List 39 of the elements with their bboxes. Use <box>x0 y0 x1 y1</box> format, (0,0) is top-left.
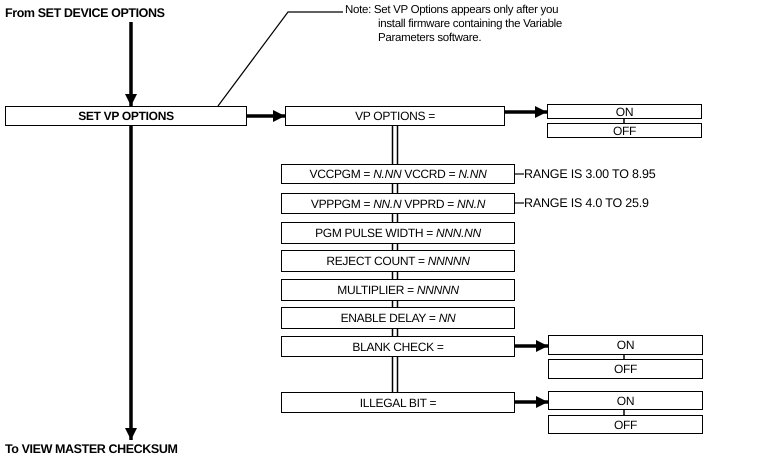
arrow <box>515 340 548 352</box>
arrow <box>515 396 548 408</box>
menu-box: BLANK CHECK = <box>281 336 515 357</box>
arrow <box>505 106 547 118</box>
note-text: Note: Set VP Options appears only after you install firmware containing the Variable Parameters software. <box>345 3 567 51</box>
option-box: OFF <box>547 123 702 138</box>
connector-line <box>623 119 625 123</box>
option-box: OFF <box>548 415 703 434</box>
menu-box: ENABLE DELAY = NN <box>281 307 515 329</box>
connector-line <box>392 213 398 223</box>
menu-box: VPPPGM = NN.N VPPRD = NN.N <box>281 193 515 214</box>
arrow <box>125 126 137 440</box>
connector-line <box>392 125 398 165</box>
connector-line <box>623 410 625 415</box>
option-box: ON <box>547 104 702 119</box>
range-text: RANGE IS 3.00 TO 8.95 <box>524 164 756 184</box>
connector-line <box>392 328 398 337</box>
option-box: ON <box>548 391 703 410</box>
connector-line <box>392 183 398 194</box>
range-text: RANGE IS 4.0 TO 25.9 <box>524 193 756 214</box>
menu-box: ILLEGAL BIT = <box>281 392 515 413</box>
connector-line <box>392 243 398 251</box>
menu-box: PGM PULSE WIDTH = NNN.NN <box>281 222 515 244</box>
menu-box: MULTIPLIER = NNNNN <box>281 279 515 301</box>
connector-line <box>392 300 398 308</box>
arrow <box>125 22 137 106</box>
menu-box: VP OPTIONS = <box>285 106 505 126</box>
menu-box: SET VP OPTIONS <box>5 106 247 126</box>
leader-line <box>218 11 343 106</box>
menu-box: REJECT COUNT = NNNNN <box>281 250 515 272</box>
arrow <box>247 110 285 122</box>
flow-label: To VIEW MASTER CHECKSUM <box>5 440 255 458</box>
option-box: ON <box>548 335 703 355</box>
flow-label: From SET DEVICE OPTIONS <box>5 4 245 22</box>
connector-line <box>623 355 625 359</box>
connector-line <box>392 271 398 280</box>
connector-line <box>392 356 398 393</box>
menu-box: VCCPGM = N.NN VCCRD = N.NN <box>281 164 515 184</box>
option-box: OFF <box>548 359 703 379</box>
